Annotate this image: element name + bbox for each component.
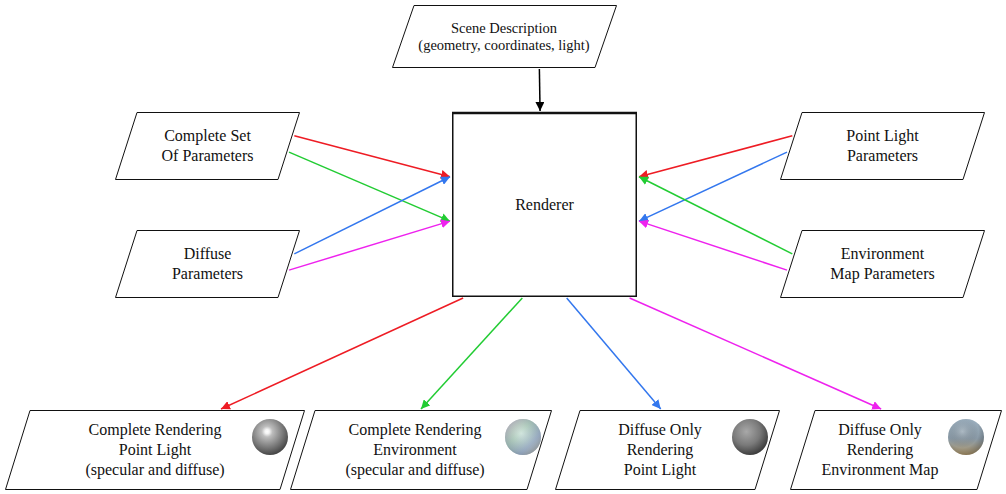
arrow-connector xyxy=(639,136,792,177)
text-area: Diffuse Only Rendering Point Light xyxy=(590,410,730,490)
node-outline xyxy=(115,230,300,298)
text-area: Environment Map Parameters xyxy=(802,230,963,298)
node-label: Complete Rendering Environment xyxy=(340,420,490,460)
process-box: Renderer xyxy=(452,112,637,297)
arrow-connector xyxy=(289,221,450,270)
input-parallelogram: Complete Set Of Parameters xyxy=(115,112,300,180)
output-parallelogram: Diffuse Only Rendering Environment Map xyxy=(790,410,1002,490)
arrow-connector xyxy=(221,298,463,409)
node-label: Environment Map Parameters xyxy=(830,244,935,284)
arrow-connector xyxy=(294,177,450,254)
input-parallelogram: Scene Description(geometry, coordinates,… xyxy=(392,5,617,68)
arrow-connector xyxy=(639,177,792,254)
arrow-connector xyxy=(639,221,787,270)
output-parallelogram: Complete Rendering Environment(specular … xyxy=(290,410,552,490)
node-label: (specular and diffuse) xyxy=(85,460,224,480)
arrow-connector xyxy=(639,152,787,221)
node-label: Diffuse Parameters xyxy=(168,244,248,284)
output-parallelogram: Diffuse Only Rendering Point Light xyxy=(555,410,780,490)
input-parallelogram: Diffuse Parameters xyxy=(115,230,300,298)
node-label: Complete Rendering Point Light xyxy=(80,420,230,460)
node-label: Diffuse Only Rendering Environment Map xyxy=(818,420,943,480)
text-area: Renderer xyxy=(452,112,637,297)
node-label: (specular and diffuse) xyxy=(345,460,484,480)
text-area: Complete Set Of Parameters xyxy=(137,112,278,180)
process-label: Renderer xyxy=(515,195,574,215)
node-label: Complete Set Of Parameters xyxy=(158,126,258,166)
text-area: Diffuse Parameters xyxy=(137,230,278,298)
text-area: Scene Description(geometry, coordinates,… xyxy=(414,5,594,68)
text-area: Point Light Parameters xyxy=(802,112,963,180)
node-label: Point Light Parameters xyxy=(833,126,933,166)
arrow-connector xyxy=(630,298,882,409)
text-area: Diffuse Only Rendering Environment Map xyxy=(815,410,945,490)
text-area: Complete Rendering Environment(specular … xyxy=(320,410,510,490)
node-outline xyxy=(780,112,985,180)
output-parallelogram: Complete Rendering Point Light(specular … xyxy=(5,410,305,490)
input-parallelogram: Point Light Parameters xyxy=(780,112,985,180)
arrow-connector xyxy=(289,152,450,221)
arrow-connector xyxy=(539,69,541,111)
node-label: Scene Description xyxy=(451,20,557,37)
node-outline xyxy=(115,112,300,180)
input-parallelogram: Environment Map Parameters xyxy=(780,230,985,298)
text-area: Complete Rendering Point Light(specular … xyxy=(60,410,250,490)
arrow-connector xyxy=(294,136,450,177)
node-label: (geometry, coordinates, light) xyxy=(418,37,589,54)
arrow-connector xyxy=(567,298,661,409)
node-label: Diffuse Only Rendering Point Light xyxy=(610,420,710,480)
arrow-connector xyxy=(421,298,522,409)
node-outline xyxy=(780,230,985,298)
